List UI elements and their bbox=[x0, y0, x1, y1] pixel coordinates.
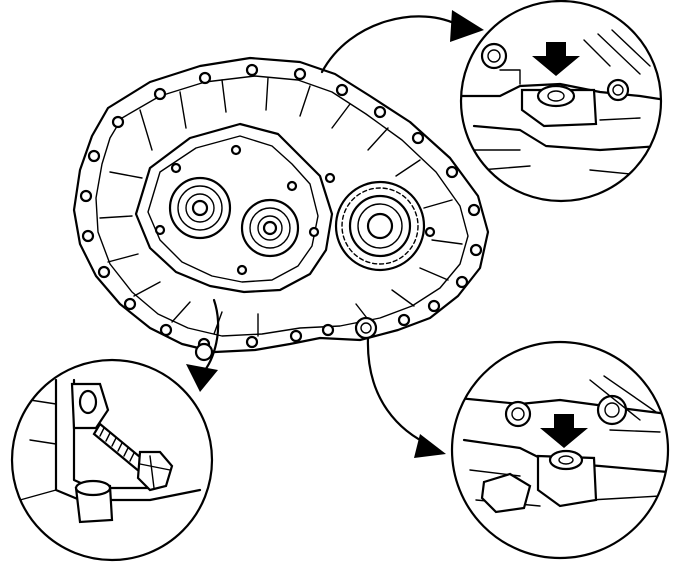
leader-arrow-bottom-right bbox=[366, 336, 446, 458]
arrow-down-icon bbox=[540, 414, 588, 448]
differential-bearing bbox=[334, 180, 426, 272]
callout-detail-top-right bbox=[459, 0, 663, 203]
transaxle-case bbox=[72, 56, 490, 362]
lower-boss bbox=[354, 316, 378, 340]
left-shaft-bearing bbox=[168, 176, 232, 240]
leader-arrow-top-right bbox=[320, 10, 484, 74]
perimeter-bolts bbox=[79, 63, 483, 351]
callout-detail-bottom-left bbox=[10, 358, 214, 562]
bolt-icon bbox=[92, 422, 174, 492]
arrow-down-icon bbox=[532, 42, 580, 76]
leader-arrow-bottom-left bbox=[186, 298, 220, 392]
callout-detail-bottom-right bbox=[450, 340, 670, 560]
middle-shaft-bearing bbox=[240, 198, 300, 258]
